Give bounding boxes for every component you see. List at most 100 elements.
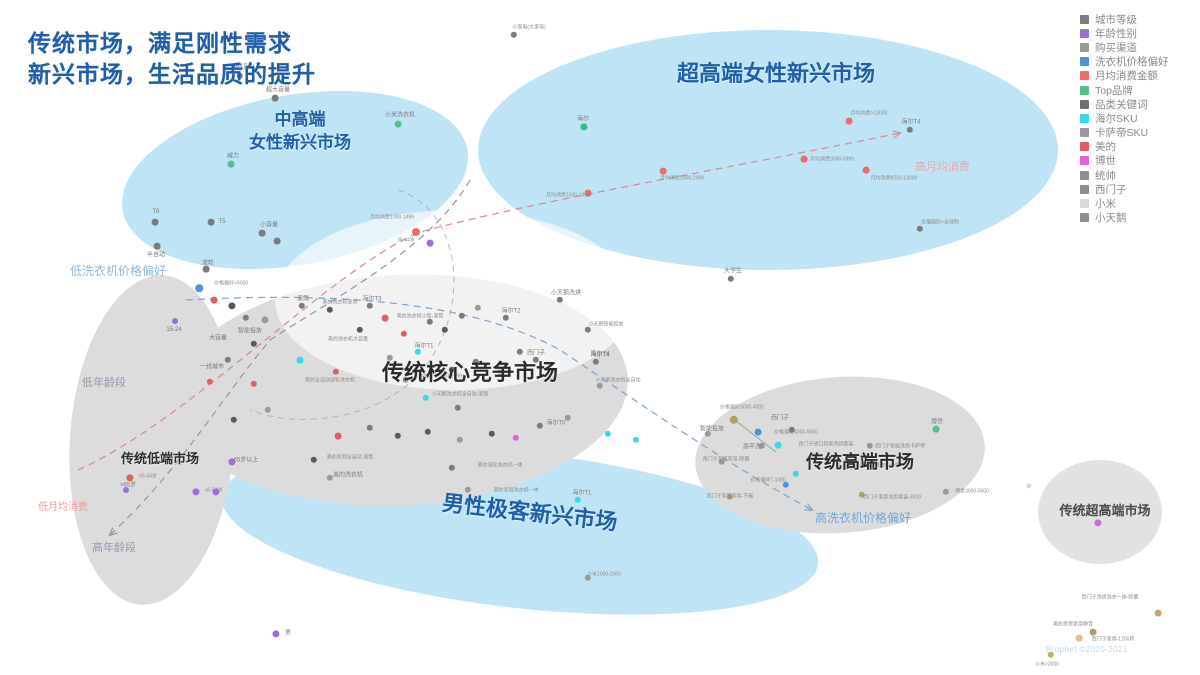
scatter-point[interactable] [366, 302, 374, 310]
scatter-point[interactable] [502, 314, 510, 322]
scatter-point[interactable] [273, 237, 281, 245]
scatter-point[interactable] [296, 356, 304, 364]
scatter-point[interactable] [456, 436, 464, 444]
legend-item[interactable]: 洗衣机价格偏好 [1080, 55, 1192, 69]
scatter-point[interactable] [271, 94, 279, 102]
scatter-point[interactable] [394, 432, 402, 440]
scatter-point[interactable] [580, 123, 588, 131]
scatter-point[interactable] [564, 414, 572, 422]
scatter-point[interactable] [448, 464, 456, 472]
scatter-point[interactable] [916, 225, 924, 233]
legend-item[interactable]: 小天鹅 [1080, 211, 1192, 225]
scatter-point[interactable] [206, 378, 214, 386]
legend-item[interactable]: 月均消费金额 [1080, 69, 1192, 83]
scatter-point[interactable] [426, 318, 434, 326]
scatter-point[interactable] [782, 481, 790, 489]
scatter-point[interactable] [151, 218, 159, 226]
legend-item[interactable]: 购买渠道 [1080, 40, 1192, 54]
scatter-point[interactable] [754, 428, 762, 436]
scatter-point[interactable] [848, 463, 856, 471]
scatter-point[interactable] [424, 428, 432, 436]
scatter-point[interactable] [729, 415, 739, 425]
scatter-point[interactable] [123, 487, 129, 493]
scatter-point[interactable] [298, 302, 306, 310]
scatter-point[interactable] [845, 117, 853, 125]
scatter-point[interactable] [334, 432, 342, 440]
scatter-point[interactable] [659, 167, 667, 175]
scatter-point[interactable] [212, 488, 220, 496]
scatter-point[interactable] [224, 356, 232, 364]
scatter-point[interactable] [800, 155, 808, 163]
scatter-point[interactable] [153, 242, 161, 250]
scatter-point[interactable] [332, 368, 340, 376]
scatter-point[interactable] [858, 491, 866, 499]
scatter-point[interactable] [604, 430, 612, 438]
scatter-point[interactable] [422, 394, 430, 402]
scatter-point[interactable] [532, 356, 540, 364]
scatter-point[interactable] [1154, 609, 1162, 617]
scatter-point[interactable] [227, 160, 235, 168]
scatter-point[interactable] [1094, 519, 1102, 527]
legend-item[interactable]: 城市等级 [1080, 12, 1192, 26]
scatter-point[interactable] [448, 366, 456, 374]
scatter-point[interactable] [932, 425, 940, 433]
scatter-point[interactable] [632, 436, 640, 444]
scatter-point[interactable] [326, 306, 334, 314]
legend-item[interactable]: 博世 [1080, 154, 1192, 168]
scatter-point[interactable] [228, 458, 236, 466]
scatter-point[interactable] [584, 189, 592, 197]
scatter-point[interactable] [704, 430, 712, 438]
scatter-point[interactable] [202, 265, 210, 273]
scatter-point[interactable] [718, 458, 726, 466]
scatter-point[interactable] [1026, 483, 1032, 489]
scatter-point[interactable] [1089, 628, 1097, 636]
scatter-point[interactable] [866, 442, 874, 450]
scatter-point[interactable] [1047, 651, 1055, 659]
scatter-point[interactable] [381, 314, 389, 322]
scatter-point[interactable] [126, 474, 134, 482]
scatter-point[interactable] [862, 166, 870, 174]
scatter-point[interactable] [356, 326, 364, 334]
legend-item[interactable]: 美的 [1080, 140, 1192, 154]
scatter-point[interactable] [726, 493, 734, 501]
scatter-point[interactable] [272, 630, 280, 638]
scatter-point[interactable] [402, 376, 410, 384]
scatter-point[interactable] [250, 340, 258, 348]
scatter-point[interactable] [242, 314, 250, 322]
scatter-point[interactable] [261, 316, 269, 324]
legend-item[interactable]: 西门子 [1080, 182, 1192, 196]
scatter-point[interactable] [596, 382, 604, 390]
scatter-point[interactable] [195, 284, 203, 292]
scatter-point[interactable] [510, 31, 518, 39]
scatter-point[interactable] [512, 434, 520, 442]
scatter-point[interactable] [210, 296, 218, 304]
scatter-point[interactable] [758, 442, 766, 450]
scatter-point[interactable] [172, 318, 178, 324]
scatter-point[interactable] [774, 441, 782, 449]
scatter-point[interactable] [454, 404, 462, 412]
scatter-point[interactable] [228, 302, 236, 310]
scatter-point[interactable] [207, 218, 215, 226]
scatter-point[interactable] [192, 488, 200, 496]
scatter-point[interactable] [236, 72, 244, 80]
scatter-point[interactable] [412, 228, 420, 236]
legend-item[interactable]: 海尔SKU [1080, 111, 1192, 125]
scatter-point[interactable] [250, 380, 258, 388]
scatter-point[interactable] [574, 496, 582, 504]
scatter-point[interactable] [394, 120, 402, 128]
legend-item[interactable]: 年龄性别 [1080, 26, 1192, 40]
scatter-point[interactable] [326, 474, 334, 482]
scatter-point[interactable] [386, 354, 394, 362]
scatter-point[interactable] [230, 416, 238, 424]
legend-item[interactable]: Top品牌 [1080, 83, 1192, 97]
legend-item[interactable]: 卡萨帝SKU [1080, 126, 1192, 140]
scatter-point[interactable] [458, 312, 466, 320]
scatter-point[interactable] [942, 488, 950, 496]
scatter-point[interactable] [426, 239, 434, 247]
scatter-point[interactable] [472, 358, 480, 366]
scatter-point[interactable] [474, 304, 482, 312]
legend-item[interactable]: 小米 [1080, 196, 1192, 210]
scatter-point[interactable] [584, 326, 592, 334]
scatter-point[interactable] [584, 574, 592, 582]
scatter-point[interactable] [464, 486, 472, 494]
